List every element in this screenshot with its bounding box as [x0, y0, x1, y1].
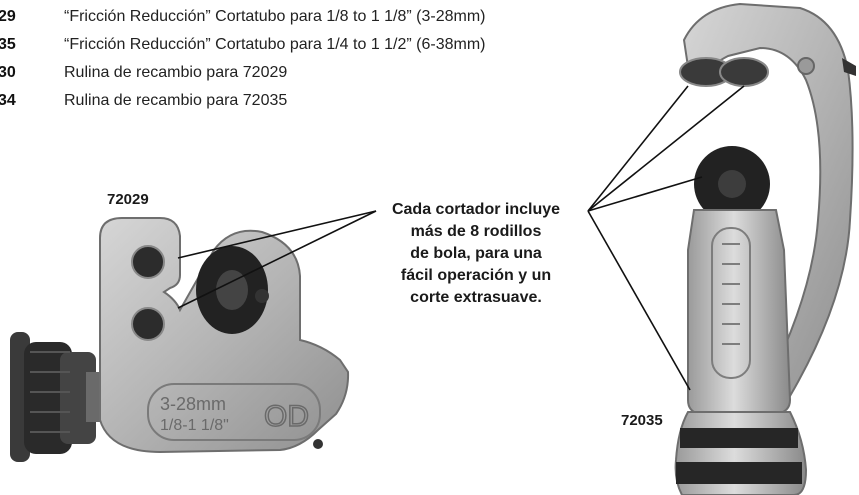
product-description: Rulina de recambio para 72035	[64, 92, 288, 109]
screw-icon	[255, 289, 269, 303]
product-code: 35	[0, 36, 16, 53]
callout-text: Cada cortador incluye más de 8 rodillos …	[360, 199, 592, 309]
callout-line: más de 8 rodillos	[410, 223, 542, 240]
knob-icon	[10, 332, 104, 462]
product-description: Rulina de recambio para 72029	[64, 64, 288, 81]
engraved-badge	[711, 227, 751, 379]
roller-icon	[719, 57, 769, 87]
callout-lines	[177, 85, 745, 391]
roller-icon	[131, 307, 165, 341]
product-description: “Fricción Reducción” Cortatubo para 1/4 …	[64, 36, 486, 53]
product-description: “Fricción Reducción” Cortatubo para 1/8 …	[64, 8, 486, 25]
roller-icon	[131, 245, 165, 279]
engraving-size-in: 1/8-1 1/8"	[160, 417, 229, 434]
large-cutter-label: 72035	[621, 412, 663, 429]
callout-line: de bola, para una	[410, 245, 542, 262]
callout-line: fácil operación y un	[400, 267, 552, 284]
callout-line: Cada cortador incluye	[391, 201, 561, 218]
engraving-od: OD	[264, 400, 309, 433]
callout-line: corte extrasuave.	[410, 289, 542, 306]
product-code: 34	[0, 92, 16, 109]
screw-icon	[797, 57, 815, 75]
large-cutter-image	[674, 2, 856, 495]
product-code: 30	[0, 64, 16, 81]
product-code: 29	[0, 8, 16, 25]
small-cutter-label: 72029	[107, 191, 149, 208]
small-cutter-image: 3-28mm 1/8-1 1/8" OD	[10, 217, 350, 462]
engraved-badge	[147, 383, 321, 441]
engraving-size-mm: 3-28mm	[160, 394, 226, 414]
screw-icon	[313, 439, 323, 449]
